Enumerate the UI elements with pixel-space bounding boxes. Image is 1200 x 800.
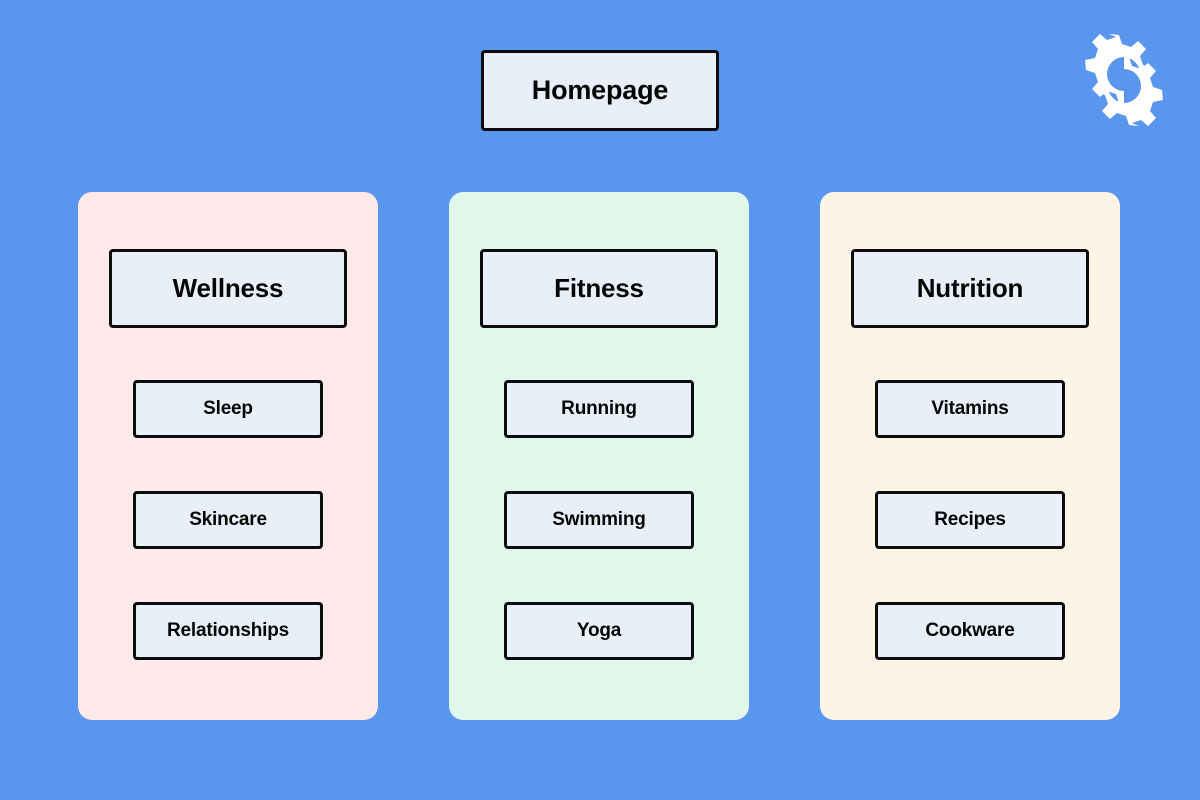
column-item-label: Vitamins — [931, 398, 1009, 419]
sitemap-columns: Wellness Sleep Skincare Relationships Fi… — [0, 192, 1200, 720]
column-item-label: Relationships — [167, 620, 289, 641]
root-node-homepage[interactable]: Homepage — [481, 50, 719, 131]
column-header-label: Nutrition — [916, 273, 1024, 303]
column-item-label: Skincare — [189, 509, 267, 530]
column-item-label: Sleep — [203, 398, 253, 419]
column-item-sleep[interactable]: Sleep — [133, 380, 323, 438]
column-items-wellness: Sleep Skincare Relationships — [133, 380, 323, 660]
column-item-label: Yoga — [576, 620, 622, 641]
column-panel-nutrition: Nutrition Vitamins Recipes Cookware — [820, 192, 1120, 720]
column-item-skincare[interactable]: Skincare — [133, 491, 323, 549]
column-item-swimming[interactable]: Swimming — [504, 491, 694, 549]
root-node-label: Homepage — [531, 75, 669, 105]
column-header-nutrition[interactable]: Nutrition — [851, 249, 1089, 328]
column-item-cookware[interactable]: Cookware — [875, 602, 1065, 660]
column-items-fitness: Running Swimming Yoga — [504, 380, 694, 660]
column-item-label: Swimming — [552, 509, 646, 530]
column-header-label: Fitness — [554, 273, 644, 303]
column-item-label: Recipes — [934, 509, 1006, 530]
column-item-recipes[interactable]: Recipes — [875, 491, 1065, 549]
column-header-wellness[interactable]: Wellness — [109, 249, 347, 328]
column-item-label: Running — [561, 398, 637, 419]
column-item-yoga[interactable]: Yoga — [504, 602, 694, 660]
column-item-label: Cookware — [925, 620, 1015, 641]
column-items-nutrition: Vitamins Recipes Cookware — [875, 380, 1065, 660]
column-item-vitamins[interactable]: Vitamins — [875, 380, 1065, 438]
column-item-relationships[interactable]: Relationships — [133, 602, 323, 660]
column-item-running[interactable]: Running — [504, 380, 694, 438]
two-gears-logo — [1085, 34, 1163, 126]
column-header-label: Wellness — [172, 273, 284, 303]
column-panel-wellness: Wellness Sleep Skincare Relationships — [78, 192, 378, 720]
column-header-fitness[interactable]: Fitness — [480, 249, 718, 328]
column-panel-fitness: Fitness Running Swimming Yoga — [449, 192, 749, 720]
